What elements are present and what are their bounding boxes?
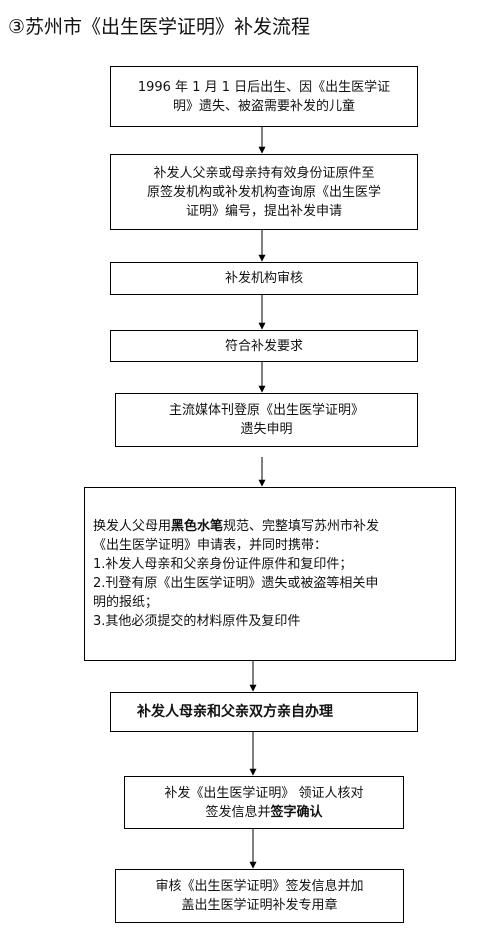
step-6-line-6: 3.其他必须提交的材料原件及复印件	[93, 614, 301, 629]
step-6-line-3: 1.补发人母亲和父亲身份证件原件和复印件；	[93, 557, 353, 572]
step-9-line-1: 审核《出生医学证明》签发信息并加	[155, 879, 364, 894]
flow-step-3-box: 补发机构审核	[110, 262, 418, 295]
step-8-line-2-a: 签发信息并	[205, 804, 271, 820]
step-2-line-1: 补发人父亲或母亲持有效身份证原件至	[153, 165, 375, 181]
step-2-line-3: 证明》编号，提出补发申请	[185, 203, 342, 219]
step-7-line-1: 补发人母亲和父亲双方亲自办理	[137, 703, 333, 720]
step-6-line-5: 明的报纸；	[93, 595, 159, 610]
flow-step-6-box: 换发人父母用黑色水笔规范、完整填写苏州市补发 《出生医学证明》申请表，并同时携带…	[84, 487, 456, 661]
step-6-line-4: 2.刊登有原《出生医学证明》遗失或被盗等相关申	[93, 576, 379, 591]
step-1-line-1: 1996 年 1 月 1 日后出生、因《出生医学证	[137, 79, 391, 95]
step-5-line-2: 遗失申明	[240, 422, 293, 437]
step-2-line-2: 原签发机构或补发机构查询原《出生医学	[146, 184, 381, 200]
step-6-line-1-a: 换发人父母用	[93, 519, 172, 534]
step-9-line-2: 盖出生医学证明补发专用章	[181, 898, 338, 913]
page-title: ③苏州市《出生医学证明》补发流程	[8, 16, 311, 38]
step-6-line-2: 《出生医学证明》申请表，并同时携带：	[93, 538, 328, 553]
flow-step-8-box: 补发《出生医学证明》 领证人核对 签发信息并签字确认	[124, 776, 404, 829]
flow-step-1-box: 1996 年 1 月 1 日后出生、因《出生医学证 明》遗失、被盗需要补发的儿童	[110, 66, 418, 127]
step-8-line-2-bold: 签字确认	[270, 804, 323, 820]
step-8-line-1: 补发《出生医学证明》 领证人核对	[164, 785, 364, 801]
flow-step-2-box: 补发人父亲或母亲持有效身份证原件至 原签发机构或补发机构查询原《出生医学 证明》…	[110, 154, 418, 230]
flow-step-7-box: 补发人母亲和父亲双方亲自办理	[110, 692, 418, 732]
step-5-line-1: 主流媒体刊登原《出生医学证明》	[168, 403, 364, 418]
step-3-line-1: 补发机构审核	[224, 271, 303, 286]
step-4-line-1: 符合补发要求	[224, 338, 303, 354]
flow-step-5-box: 主流媒体刊登原《出生医学证明》 遗失申明	[115, 393, 418, 447]
step-8-line-2: 签发信息并签字确认	[164, 803, 363, 822]
flow-step-9-box: 审核《出生医学证明》签发信息并加 盖出生医学证明补发专用章	[115, 869, 404, 923]
step-6-line-1-bold: 黑色水笔	[171, 519, 224, 534]
flow-step-4-box: 符合补发要求	[110, 330, 418, 362]
step-6-line-1-b: 规范、完整填写苏州市补发	[223, 519, 380, 534]
step-1-line-2: 明》遗失、被盗需要补发的儿童	[172, 98, 355, 114]
step-6-line-1: 换发人父母用黑色水笔规范、完整填写苏州市补发	[93, 517, 379, 536]
